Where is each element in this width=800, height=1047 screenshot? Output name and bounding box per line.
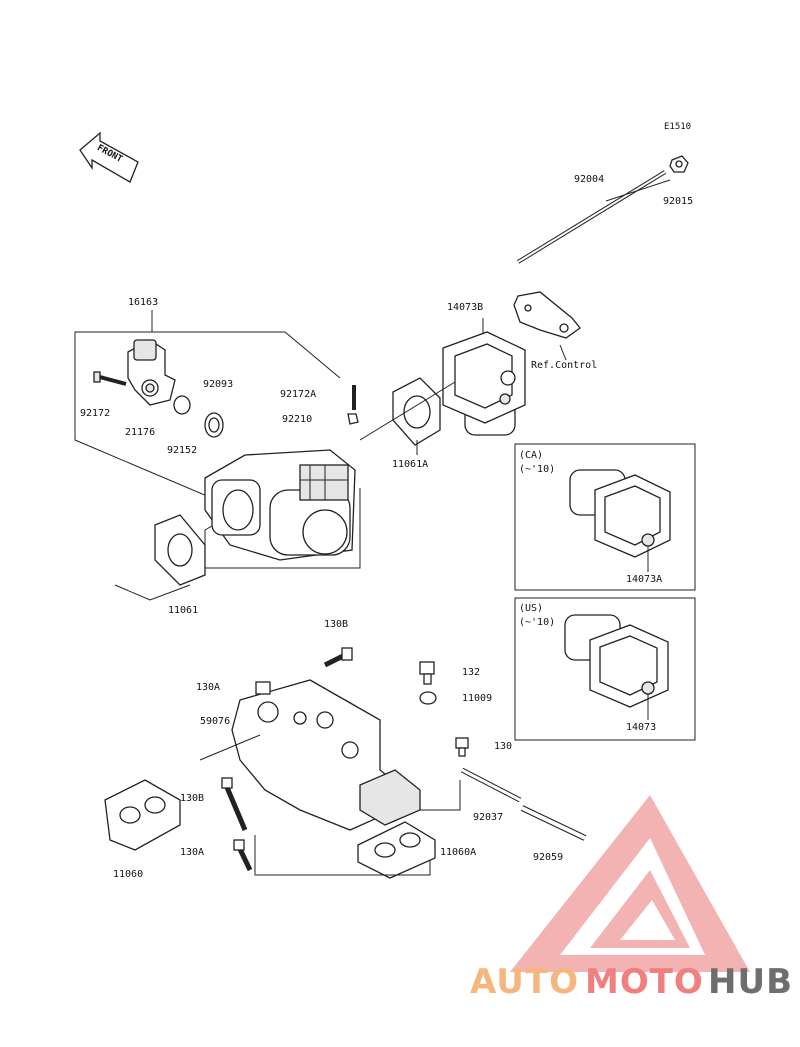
housing-14073	[564, 614, 669, 720]
watermark-logo-icon	[510, 795, 750, 972]
gasket-11061	[114, 514, 206, 601]
variant-box-us	[514, 597, 696, 741]
throttle-body	[204, 449, 356, 561]
label-11061A: 11061A	[392, 459, 429, 470]
gasket-11061A	[392, 377, 441, 455]
variant-ca-line1: (CA)	[519, 450, 544, 461]
bolt-130A-bottom	[233, 839, 253, 872]
label-11061: 11061	[168, 605, 199, 616]
gasket-11060	[104, 779, 181, 851]
label-130B-top: 130B	[324, 619, 349, 630]
rod-92059	[520, 805, 587, 841]
label-11060A: 11060A	[440, 847, 477, 858]
sensor-21176	[127, 339, 176, 406]
washer-11009	[419, 691, 437, 705]
label-14073: 14073	[626, 722, 657, 733]
label-92015: 92015	[663, 196, 694, 207]
housing-14073A	[569, 469, 671, 572]
label-92172A: 92172A	[280, 389, 317, 400]
label-92093: 92093	[203, 379, 234, 390]
label-130B-left: 130B	[180, 793, 205, 804]
oring-92152	[173, 395, 191, 415]
variant-us-line1: (US)	[519, 603, 544, 614]
variant-box-ca	[514, 443, 696, 591]
label-14073A: 14073A	[626, 574, 663, 585]
label-92037: 92037	[473, 812, 504, 823]
diagram-code: E1510	[664, 122, 692, 132]
label-92210: 92210	[282, 414, 313, 425]
housing-14073B	[442, 318, 526, 436]
rod-92037	[460, 767, 522, 803]
bolt-132	[419, 661, 435, 685]
label-130A-bottom: 130A	[180, 847, 205, 858]
label-16163: 16163	[128, 297, 159, 308]
bolt-130B-top	[323, 647, 353, 668]
label-59076: 59076	[200, 716, 231, 727]
screw-92172	[93, 371, 127, 386]
label-21176: 21176	[125, 427, 156, 438]
bolt-130	[455, 737, 469, 757]
variant-ca-line2: (~'10)	[519, 464, 556, 475]
front-arrow-icon	[79, 131, 139, 183]
variant-us-line2: (~'10)	[519, 617, 556, 628]
washer-92093	[204, 412, 224, 438]
label-132: 132	[462, 667, 481, 678]
label-130: 130	[494, 741, 513, 752]
watermark-text-auto: AUTO	[470, 962, 579, 1002]
label-92152: 92152	[167, 445, 198, 456]
ref-control-label: Ref.Control	[531, 360, 598, 371]
label-14073B: 14073B	[447, 302, 484, 313]
rod-92004	[516, 170, 671, 264]
label-92172: 92172	[80, 408, 111, 419]
gasket-11060A	[357, 821, 436, 879]
bolt-92210	[347, 413, 359, 425]
watermark-text-hub: HUB	[708, 962, 793, 1002]
nut-92015	[669, 155, 689, 173]
label-92059: 92059	[533, 852, 564, 863]
watermark-text-moto: MOTO	[585, 962, 704, 1002]
label-11060: 11060	[113, 869, 144, 880]
ref-control-bracket	[513, 291, 581, 361]
label-11009: 11009	[462, 693, 493, 704]
bolt-130A-top	[255, 681, 271, 695]
bolt-130B-left	[221, 777, 248, 831]
label-92004: 92004	[574, 174, 605, 185]
label-130A-top: 130A	[196, 682, 221, 693]
